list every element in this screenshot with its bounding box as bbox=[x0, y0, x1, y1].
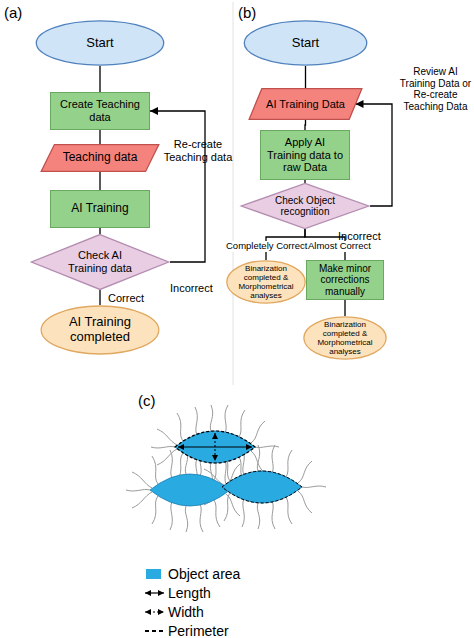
panel-divider bbox=[233, 2, 234, 385]
node-text: Create Teaching data bbox=[51, 98, 149, 123]
node-text: Make minor corrections manually bbox=[310, 263, 380, 298]
connector bbox=[304, 120, 306, 130]
connector bbox=[99, 290, 100, 305]
start-ellipse-path bbox=[244, 21, 367, 65]
panel-label: (c) bbox=[138, 392, 168, 409]
connector bbox=[356, 104, 393, 206]
process-box: Make minor corrections manually bbox=[306, 260, 384, 300]
connector bbox=[305, 66, 306, 88]
node-text-area: Start bbox=[243, 20, 368, 66]
legend-text: Width bbox=[168, 604, 204, 620]
edge-label: Almost Correct bbox=[308, 241, 371, 252]
panel-label: (a) bbox=[4, 4, 34, 21]
terminal-ellipse-path bbox=[41, 306, 159, 354]
connector bbox=[150, 111, 205, 262]
width-arrow bbox=[215, 433, 216, 461]
data-parallelogram: Teaching data bbox=[40, 144, 160, 172]
connector bbox=[99, 172, 100, 190]
legend-text: Object area bbox=[168, 566, 240, 582]
node-text-area: Binarization completed & Morphometrical … bbox=[303, 316, 387, 360]
node-text-area: Start bbox=[35, 20, 165, 66]
node-text-area: AI Training completed bbox=[40, 305, 160, 355]
node-text-area: Check AI Training data bbox=[30, 234, 170, 290]
connector bbox=[99, 130, 100, 144]
node-text: Check Object recognition bbox=[266, 195, 344, 218]
node-text: Binarization completed & Morphometrical … bbox=[230, 264, 302, 301]
data-parallelogram-path bbox=[249, 89, 362, 120]
start-ellipse: Start bbox=[35, 20, 165, 66]
node-text-area: Teaching data bbox=[40, 144, 160, 172]
loop-note: Re-create Teaching data bbox=[160, 138, 236, 163]
object-shape bbox=[222, 471, 302, 503]
node-text: Start bbox=[86, 36, 113, 51]
start-ellipse-path bbox=[36, 21, 163, 65]
node-text-area: Binarization completed & Morphometrical … bbox=[226, 260, 306, 304]
legend-swatch bbox=[146, 569, 161, 579]
connector bbox=[304, 180, 305, 183]
terminal-ellipse-path bbox=[227, 261, 305, 303]
perimeter-outline bbox=[222, 471, 302, 503]
node-text-area: Create Teaching data bbox=[51, 93, 149, 129]
decision-diamond-path bbox=[31, 235, 168, 290]
node-text: Start bbox=[292, 36, 319, 51]
terminal-ellipse: Binarization completed & Morphometrical … bbox=[226, 260, 306, 304]
data-parallelogram: AI Training Data bbox=[248, 88, 363, 120]
start-ellipse: Start bbox=[243, 20, 368, 66]
width-sample bbox=[145, 611, 164, 612]
node-text: AI Training Data bbox=[266, 98, 345, 111]
perimeter-outline bbox=[175, 431, 255, 463]
edge-label: Correct bbox=[108, 292, 158, 305]
perimeter-sample bbox=[145, 630, 166, 632]
node-text: Apply AI Training data to raw Data bbox=[265, 136, 345, 174]
node-text: Check AI Training data bbox=[64, 249, 136, 274]
terminal-ellipse: Binarization completed & Morphometrical … bbox=[303, 316, 387, 360]
connector bbox=[99, 66, 100, 92]
edge-label: Incorrect bbox=[170, 282, 220, 295]
data-parallelogram-path bbox=[41, 145, 159, 172]
process-box: AI Training bbox=[50, 190, 150, 228]
node-text-area: Check Object recognition bbox=[240, 183, 370, 229]
object-shape bbox=[150, 474, 230, 506]
process-box: Create Teaching data bbox=[50, 92, 150, 130]
length-sample bbox=[145, 592, 164, 593]
panel-label: (b) bbox=[238, 4, 268, 21]
legend-text: Perimeter bbox=[168, 623, 229, 638]
terminal-ellipse-path bbox=[304, 317, 386, 359]
legend-text: Length bbox=[168, 585, 211, 601]
process-box: Apply AI Training data to raw Data bbox=[260, 130, 350, 180]
node-text-area: Make minor corrections manually bbox=[307, 261, 383, 299]
connector bbox=[344, 300, 345, 316]
decision-diamond-path bbox=[241, 183, 368, 228]
node-text: Teaching data bbox=[63, 151, 138, 165]
node-text: AI Training completed bbox=[54, 315, 146, 345]
node-text: AI Training bbox=[71, 202, 128, 216]
node-text-area: Apply AI Training data to raw Data bbox=[261, 131, 349, 179]
node-text: Binarization completed & Morphometrical … bbox=[307, 320, 383, 357]
connector bbox=[99, 228, 100, 234]
decision-diamond: Check AI Training data bbox=[30, 234, 170, 290]
object-shape bbox=[175, 431, 255, 463]
edge-label: Completely Correct bbox=[226, 241, 307, 252]
decision-diamond: Check Object recognition bbox=[240, 183, 370, 229]
loop-note: Review AI Training Data or Re-create Tea… bbox=[397, 66, 474, 112]
node-text-area: AI Training Data bbox=[248, 88, 363, 120]
node-text-area: AI Training bbox=[51, 191, 149, 227]
terminal-ellipse: AI Training completed bbox=[40, 305, 160, 355]
